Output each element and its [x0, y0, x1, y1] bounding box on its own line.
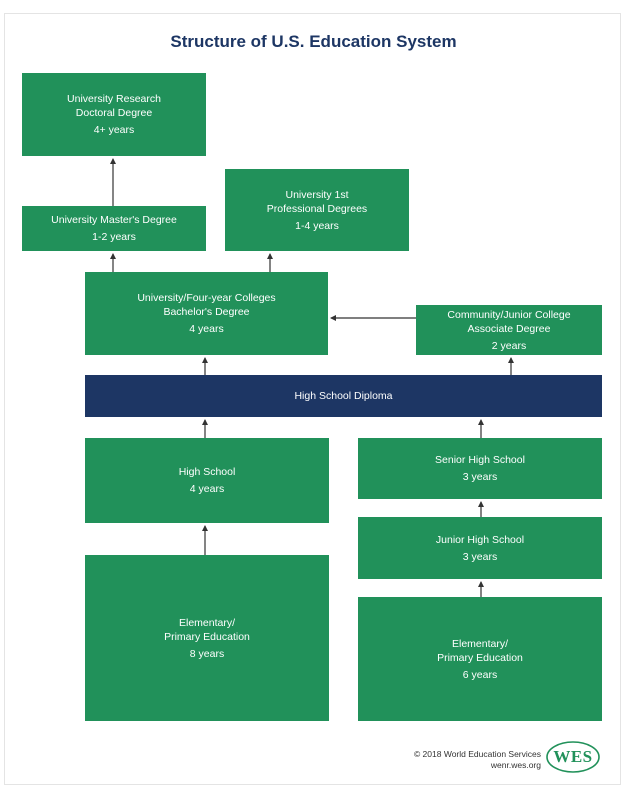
- wes-logo: WES: [545, 740, 601, 774]
- professional-label: University 1st: [285, 188, 349, 201]
- box-university-bachelor: University/Four-year Colleges Bachelor's…: [85, 272, 328, 355]
- elem6-years: 6 years: [462, 668, 498, 681]
- bachelor-label-2: Bachelor's Degree: [163, 306, 250, 318]
- high-school-years: 4 years: [189, 483, 225, 495]
- footer-copyright: © 2018 World Education Services: [413, 749, 541, 759]
- junior-high-years: 3 years: [462, 550, 498, 563]
- wes-logo-ring-icon: [546, 741, 600, 773]
- community-label-2: Associate Degree: [467, 322, 551, 335]
- elem8-years: 8 years: [189, 647, 225, 660]
- footer-url: wenr.wes.org: [490, 760, 541, 770]
- box-university-masters: University Master's Degree 1-2 years: [22, 206, 206, 251]
- senior-high-years: 3 years: [462, 471, 498, 483]
- box-elementary-6-years: Elementary/ Primary Education 6 years: [358, 597, 602, 721]
- research-label-2: Doctoral Degree: [75, 107, 153, 119]
- box-senior-high-school: Senior High School 3 years: [358, 438, 602, 499]
- bachelor-years: 4 years: [189, 323, 224, 335]
- box-university-research: University Research Doctoral Degree 4+ y…: [22, 73, 206, 156]
- box-junior-high-school: Junior High School 3 years: [358, 517, 602, 579]
- masters-label: University Master's Degree: [51, 214, 177, 226]
- elem6-label-2: Primary Education: [437, 651, 523, 664]
- diploma-label: High School Diploma: [294, 390, 393, 402]
- professional-years: 1-4 years: [295, 219, 339, 232]
- elem6-label: Elementary/: [451, 637, 509, 650]
- box-high-school-diploma: High School Diploma: [85, 375, 602, 417]
- diagram-title: Structure of U.S. Education System: [170, 32, 457, 51]
- community-years: 2 years: [491, 339, 527, 352]
- high-school-label: High School: [178, 466, 236, 478]
- research-label: University Research: [67, 93, 161, 105]
- box-university-professional: University 1st Professional Degrees 1-4 …: [225, 169, 409, 251]
- professional-label-2: Professional Degrees: [266, 202, 368, 215]
- bachelor-label: University/Four-year Colleges: [137, 292, 276, 304]
- research-years: 4+ years: [93, 124, 135, 136]
- box-community-college: Community/Junior College Associate Degre…: [416, 305, 602, 355]
- elem8-label: Elementary/: [178, 616, 236, 629]
- box-elementary-8-years: Elementary/ Primary Education 8 years: [85, 555, 329, 721]
- footer-credit: © 2018 World Education Services wenr.wes…: [414, 749, 541, 771]
- page-frame: [4, 13, 621, 785]
- wes-logo-text: WES: [553, 747, 593, 766]
- masters-years: 1-2 years: [92, 231, 136, 243]
- junior-high-label: Junior High School: [435, 533, 525, 546]
- senior-high-label: Senior High School: [435, 454, 525, 466]
- elem8-label-2: Primary Education: [164, 630, 250, 643]
- community-label: Community/Junior College: [447, 308, 571, 321]
- box-high-school: High School 4 years: [85, 438, 329, 523]
